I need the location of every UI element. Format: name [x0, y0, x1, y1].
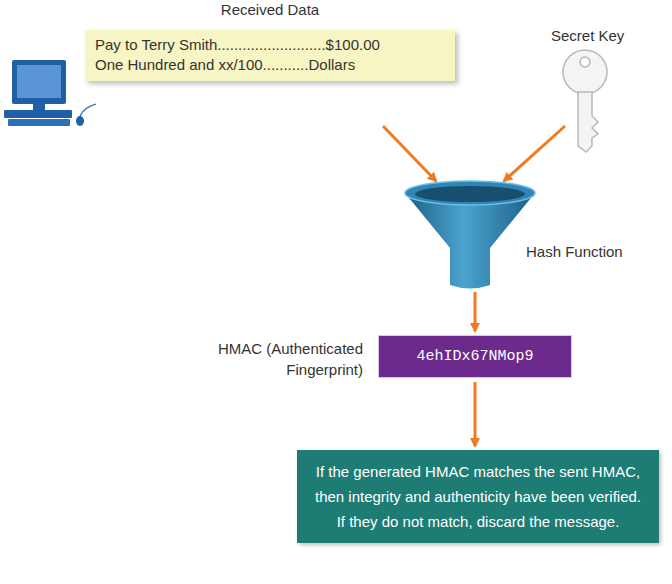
box-heading: HMAC (Authenticated Fingerprint): [193, 338, 363, 380]
box-heading: Received Data: [85, 1, 455, 18]
key-icon: [563, 50, 607, 152]
input-arrow: [504, 126, 565, 181]
flow-arrow: [474, 382, 477, 446]
note-text: If the generated HMAC matches the sent H…: [309, 459, 647, 534]
key-label: Secret Key: [551, 27, 624, 44]
received-data-box: Received DataPay to Terry Smith.........…: [85, 30, 455, 81]
result-box: If the generated HMAC matches the sent H…: [297, 450, 659, 543]
input-arrow: [383, 126, 436, 181]
data-line: Pay to Terry Smith......................…: [95, 35, 445, 55]
computer-icon: [4, 60, 96, 126]
function-label: Hash Function: [526, 243, 623, 260]
hash-funnel: [405, 181, 535, 289]
output-arrow: [474, 292, 477, 331]
hmac-box: HMAC (Authenticated Fingerprint)4ehIDx67…: [378, 335, 572, 378]
data-line: One Hundred and xx/100...........Dollars: [95, 55, 445, 75]
hmac-value: 4ehIDx67NMop9: [387, 348, 563, 365]
